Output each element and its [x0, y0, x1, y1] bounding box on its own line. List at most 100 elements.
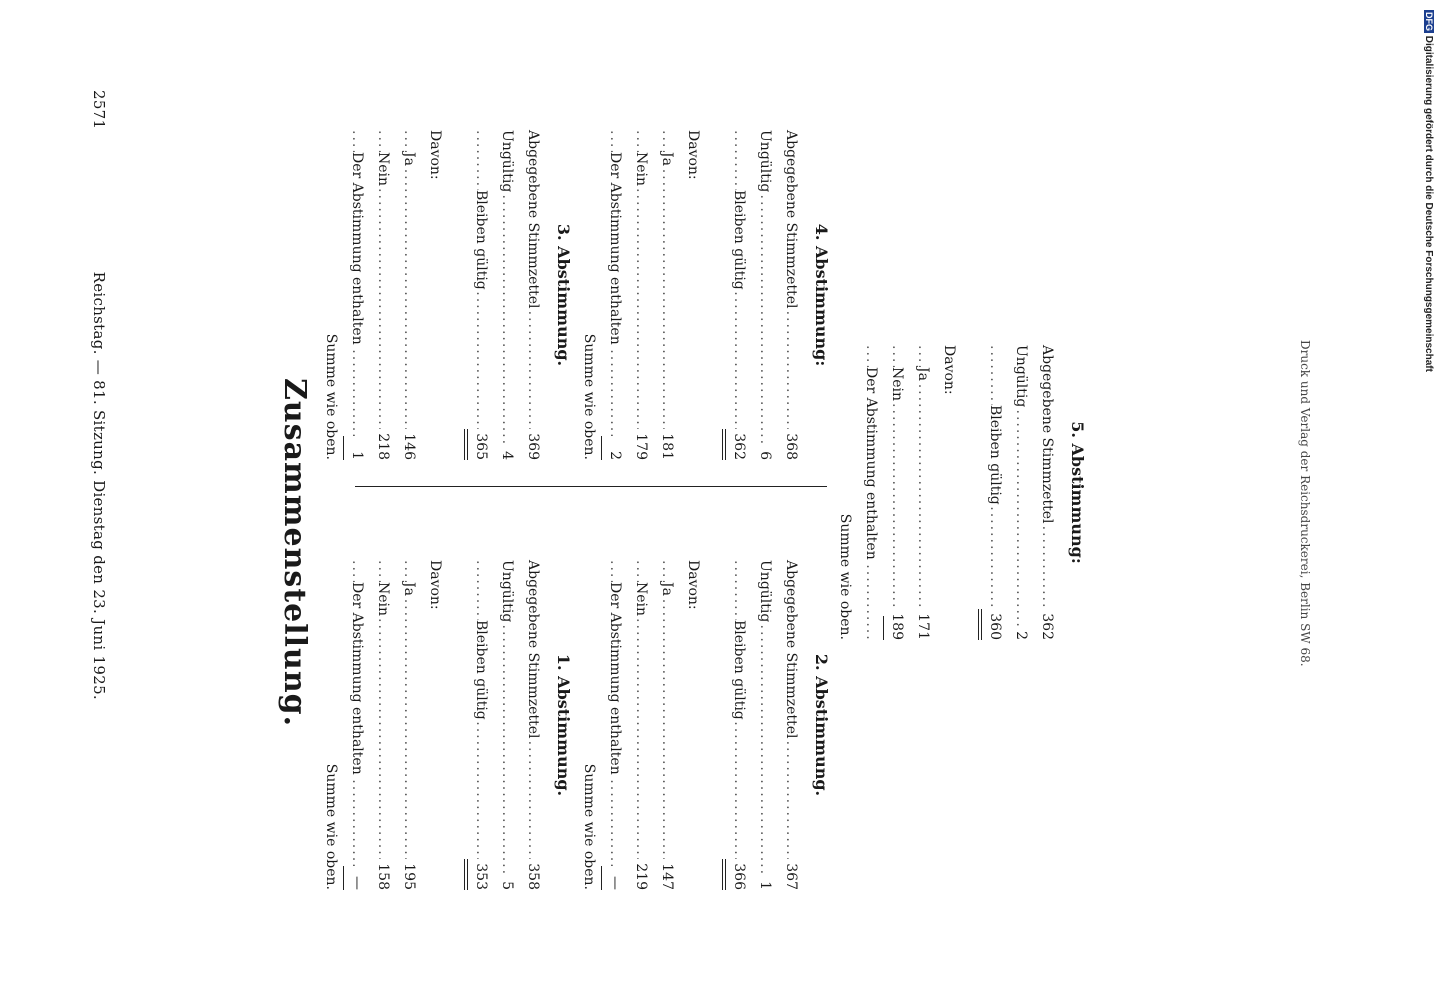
- label-enthalten: Der Abstimmung enthalten: [602, 152, 628, 347]
- vote-block-4: 4. Abstimmung: .........................…: [576, 130, 834, 460]
- header-text: Reichstag. — 81. Sitzung. Dienstag den 2…: [90, 271, 108, 700]
- row-ungueltig: ........................................…: [493, 560, 520, 890]
- label-ungueltig: Ungültig: [752, 560, 778, 625]
- row-abgegeben: ........................................…: [520, 560, 546, 890]
- leader-dots: ........................................…: [915, 345, 931, 640]
- row-abgegeben: ........................................…: [1034, 345, 1060, 640]
- value-ja: 147: [654, 859, 680, 890]
- row-enthalten: ........................................…: [601, 560, 628, 890]
- label-enthalten: Der Abstimmung enthalten: [858, 367, 884, 562]
- label-davon: Davon:: [427, 130, 443, 180]
- value-ungueltig: 6: [751, 447, 778, 460]
- row-enthalten: ........................................…: [343, 560, 370, 890]
- label-nein: Nein: [628, 582, 654, 619]
- row-nein: ........................................…: [370, 130, 396, 460]
- value-ungueltig: 5: [493, 877, 520, 890]
- value-gueltig: 362: [722, 429, 752, 460]
- row-abgegeben: ........................................…: [778, 560, 804, 890]
- row-enthalten: ........................................…: [343, 130, 370, 460]
- column-divider: [355, 486, 827, 487]
- label-bleiben: Bleiben gültig: [468, 190, 494, 292]
- label-summe: Summe wie oben.: [581, 333, 597, 460]
- value-ja: 181: [654, 429, 680, 460]
- row-bleiben-gueltig: ........................................…: [464, 130, 494, 460]
- row-summe: Summe wie oben.: [576, 560, 602, 890]
- label-abgegeben: Abgegebene Stimmzettel: [520, 560, 546, 741]
- label-ungueltig: Ungültig: [752, 130, 778, 195]
- label-nein: Nein: [370, 152, 396, 189]
- row-summe: Summe wie oben.: [318, 130, 344, 460]
- label-nein: Nein: [370, 582, 396, 619]
- row-ungueltig: ........................................…: [751, 130, 778, 460]
- value-nein: 158: [370, 859, 396, 890]
- value-gueltig: 366: [722, 859, 752, 890]
- row-nein: ........................................…: [628, 560, 654, 890]
- vote-title: 2. Abstimmung.: [812, 653, 831, 797]
- value-enthalten: —: [343, 866, 370, 890]
- value-ungueltig: 2: [1007, 627, 1034, 640]
- value-nein: 219: [628, 859, 654, 890]
- vote-title: 5. Abstimmung:: [1068, 421, 1087, 564]
- row-abgegeben: ........................................…: [520, 130, 546, 460]
- printer-footer: Druck und Verlag der Reichsdruckerei, Be…: [1298, 340, 1312, 667]
- vote-title: 1. Abstimmung.: [554, 653, 573, 797]
- value-ja: 146: [396, 429, 422, 460]
- label-summe: Summe wie oben.: [837, 513, 853, 640]
- label-enthalten: Der Abstimmung enthalten: [344, 152, 370, 347]
- page-title: Zusammenstellung.: [277, 378, 312, 728]
- value-nein: 189: [884, 609, 910, 640]
- row-enthalten: ........................................…: [858, 345, 884, 640]
- row-ja: ........................................…: [654, 130, 680, 460]
- label-summe: Summe wie oben.: [581, 763, 597, 890]
- label-ja: Ja: [910, 367, 936, 383]
- row-bleiben-gueltig: ........................................…: [978, 345, 1008, 640]
- row-nein: ........................................…: [370, 560, 396, 890]
- row-bleiben-gueltig: ........................................…: [722, 560, 752, 890]
- row-ja: ........................................…: [654, 560, 680, 890]
- label-summe: Summe wie oben.: [323, 333, 339, 460]
- value-enthalten: 2: [601, 436, 628, 460]
- label-ja: Ja: [396, 582, 422, 598]
- value-enthalten: 1: [343, 436, 370, 460]
- leader-dots: ........................................…: [659, 130, 675, 460]
- row-ungueltig: ........................................…: [751, 560, 778, 890]
- vote-block-3: 3. Abstimmung. .........................…: [318, 130, 576, 460]
- label-ja: Ja: [654, 152, 680, 168]
- label-abgegeben: Abgegebene Stimmzettel: [1034, 345, 1060, 526]
- label-bleiben: Bleiben gültig: [726, 190, 752, 292]
- row-nein: ........................................…: [628, 130, 654, 460]
- vote-block-5: 5. Abstimmung: .........................…: [832, 345, 1090, 640]
- row-ja: ........................................…: [396, 560, 422, 890]
- label-davon: Davon:: [427, 560, 443, 610]
- value-nein: 179: [628, 429, 654, 460]
- value-abgegeben: 358: [520, 859, 546, 890]
- leader-dots: ........................................…: [473, 130, 489, 460]
- value-abgegeben: 362: [1034, 609, 1060, 640]
- value-enthalten: —: [601, 866, 628, 890]
- value-abgegeben: 367: [778, 859, 804, 890]
- label-davon: Davon:: [941, 345, 957, 395]
- label-ungueltig: Ungültig: [1008, 345, 1034, 410]
- row-ja: ........................................…: [910, 345, 936, 640]
- dfg-badge: DFG: [1424, 10, 1434, 33]
- row-nein: ........................................…: [884, 345, 910, 640]
- value-abgegeben: 368: [778, 429, 804, 460]
- label-summe: Summe wie oben.: [323, 763, 339, 890]
- value-abgegeben: 369: [520, 429, 546, 460]
- label-nein: Nein: [628, 152, 654, 189]
- label-abgegeben: Abgegebene Stimmzettel: [778, 130, 804, 311]
- label-davon: Davon:: [685, 560, 701, 610]
- row-bleiben-gueltig: ........................................…: [464, 560, 494, 890]
- label-bleiben: Bleiben gültig: [982, 405, 1008, 507]
- leader-dots: ........................................…: [731, 560, 747, 890]
- value-gueltig: 360: [978, 609, 1008, 640]
- row-ungueltig: ........................................…: [1007, 345, 1034, 640]
- row-summe: Summe wie oben.: [832, 345, 858, 640]
- value-ja: 195: [396, 859, 422, 890]
- value-enthalten: [883, 616, 884, 640]
- leader-dots: ........................................…: [731, 130, 747, 460]
- value-ungueltig: 1: [751, 877, 778, 890]
- value-ja: 171: [910, 609, 936, 640]
- value-gueltig: 353: [464, 859, 494, 890]
- vote-title: 4. Abstimmung:: [812, 223, 831, 367]
